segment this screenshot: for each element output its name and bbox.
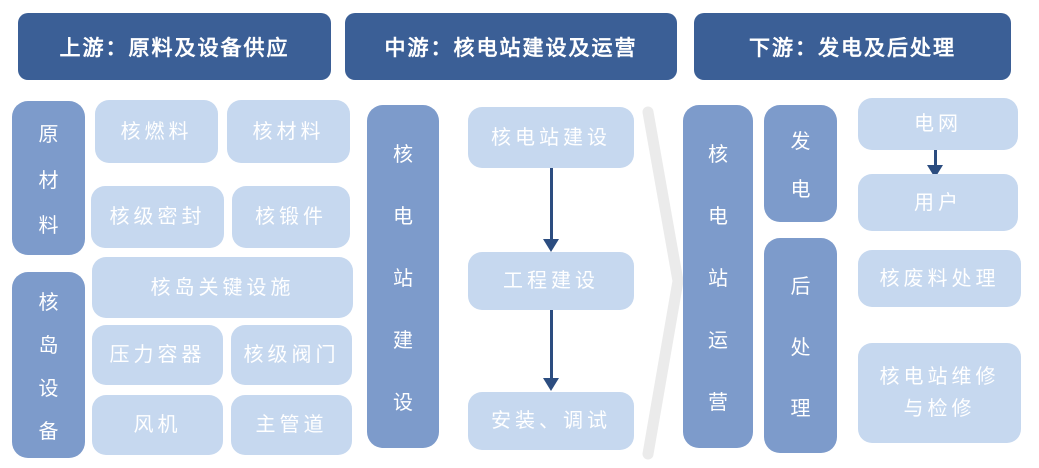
box-power-grid: 电网 (858, 98, 1018, 150)
header-downstream: 下游：发电及后处理 (694, 13, 1011, 80)
box-users: 用户 (858, 174, 1018, 231)
midstream-group-construction: 核电站建设 (367, 105, 439, 448)
flow-step-install-commission: 安装、调试 (468, 392, 634, 450)
upstream-group-raw-materials: 原材料 (12, 101, 85, 255)
box-nuclear-fuel: 核燃料 (95, 100, 218, 163)
box-pressure-vessel: 压力容器 (92, 325, 223, 385)
nuclear-island-label: 核岛设备 (38, 292, 59, 443)
box-nuclear-material: 核材料 (227, 100, 350, 163)
box-nuclear-forging: 核锻件 (232, 186, 350, 248)
box-waste-treatment: 核废料处理 (858, 250, 1021, 307)
generation-label: 发电 (790, 130, 811, 202)
downstream-group-post-processing: 后处理 (764, 238, 837, 453)
raw-materials-label: 原材料 (38, 123, 59, 238)
flow-chevron-icon (642, 106, 684, 460)
flow-step-plant-construction: 核电站建设 (468, 107, 634, 168)
box-nuclear-grade-valve: 核级阀门 (231, 325, 352, 385)
box-nuclear-grade-sealing: 核级密封 (91, 186, 224, 248)
box-main-pipe: 主管道 (231, 395, 352, 455)
box-fan: 风机 (92, 395, 223, 455)
arrow-head (543, 239, 559, 252)
post-processing-label: 后处理 (790, 276, 811, 420)
arrow-down-icon (542, 310, 560, 391)
construction-label: 核电站建设 (393, 144, 413, 414)
box-maintenance: 核电站维修 与检修 (858, 343, 1021, 443)
upstream-group-nuclear-island: 核岛设备 (12, 272, 85, 458)
arrow-shaft (549, 168, 553, 239)
arrow-head (543, 378, 559, 391)
operation-label: 核电站运营 (708, 144, 728, 414)
box-island-key-facilities: 核岛关键设施 (92, 257, 353, 318)
flow-step-engineering: 工程建设 (468, 252, 634, 310)
arrow-shaft (933, 150, 937, 165)
header-upstream: 上游：原料及设备供应 (18, 13, 331, 80)
arrow-down-icon (542, 168, 560, 252)
downstream-group-operation: 核电站运营 (683, 105, 753, 448)
header-midstream: 中游：核电站建设及运营 (345, 13, 677, 80)
arrow-shaft (549, 310, 553, 378)
downstream-group-generation: 发电 (764, 105, 837, 222)
